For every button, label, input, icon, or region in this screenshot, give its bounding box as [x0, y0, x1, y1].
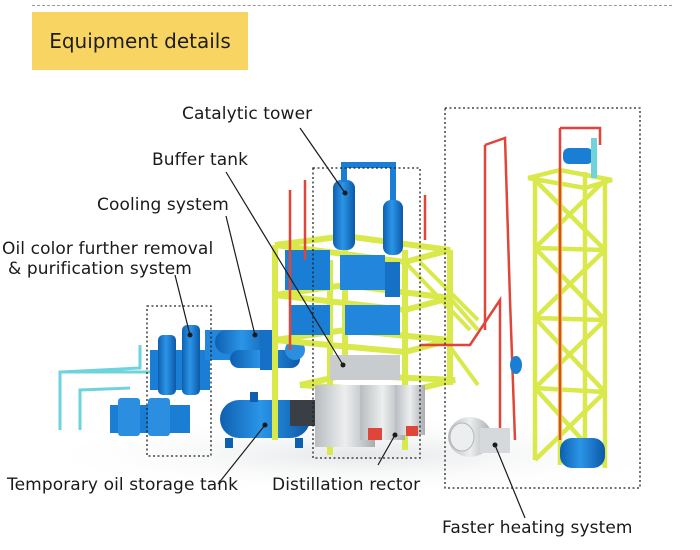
- leader-catalytic-tower: [299, 127, 346, 194]
- leader-cooling-system: [225, 215, 256, 336]
- leader-distillation: [377, 434, 396, 466]
- cyan-pipework: [58, 345, 150, 430]
- tower-cyan-pipe: [591, 138, 597, 178]
- oil-color-removal-box: [146, 305, 212, 457]
- temporary-oil-storage-tank: [220, 392, 316, 448]
- label-cooling-system: Cooling system: [97, 195, 229, 215]
- label-buffer-tank: Buffer tank: [152, 150, 249, 170]
- tower-top-tank: [563, 148, 593, 164]
- frame-equipment: [285, 250, 400, 335]
- catalytic-tower-box: [312, 167, 421, 459]
- leader-dots: [187, 190, 498, 448]
- red-pipework-main: [288, 145, 502, 440]
- label-oil-color-removal-line2: & purification system: [8, 259, 192, 279]
- label-temporary-oil-storage-tank: Temporary oil storage tank: [7, 475, 239, 495]
- heating-system-box: [444, 107, 641, 489]
- leader-storage-tank: [217, 424, 266, 485]
- label-oil-color-removal-line1: Oil color further removal: [2, 239, 214, 259]
- faster-heating-unit: [448, 417, 605, 468]
- leader-lines: [174, 127, 526, 519]
- cooling-system: [215, 330, 305, 370]
- oil-color-removal-unit: [110, 325, 245, 436]
- label-faster-heating-system: Faster heating system: [442, 518, 633, 538]
- top-divider: [32, 5, 672, 6]
- catalytic-tower: [333, 162, 403, 255]
- section-title-badge: Equipment details: [32, 12, 248, 70]
- section-title: Equipment details: [49, 29, 231, 53]
- tower-valve: [510, 356, 522, 374]
- staircase: [403, 260, 480, 387]
- label-catalytic-tower: Catalytic tower: [182, 104, 313, 124]
- leader-oil-color-removal: [174, 274, 191, 336]
- highlight-boxes: [146, 107, 641, 489]
- leader-buffer-tank: [225, 171, 344, 366]
- leader-heating: [494, 444, 526, 519]
- distillation-reactors: [315, 355, 425, 447]
- ground-shadow: [30, 415, 690, 495]
- label-distillation-rector: Distillation rector: [272, 475, 421, 495]
